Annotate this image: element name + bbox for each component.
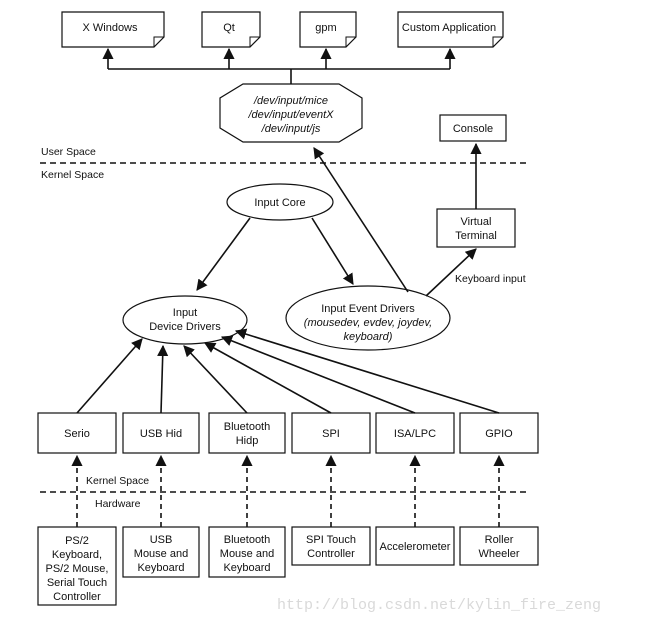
bus-driver-usb-hid: USB Hid [122, 412, 200, 454]
device-label: Mouse and [220, 548, 274, 560]
core-arrows [196, 142, 482, 297]
bus-driver-label: SPI [322, 428, 340, 440]
watermark: http://blog.csdn.net/kylin_fire_zeng [277, 597, 601, 614]
device-label: Wheeler [479, 548, 520, 560]
app-x-windows: X Windows [61, 11, 165, 48]
dev-node-mice: /dev/input/mice [253, 95, 328, 107]
app-label: Qt [223, 22, 235, 34]
device-label: Bluetooth [224, 534, 270, 546]
app-custom-application: Custom Application [397, 11, 504, 48]
bus-driver-spi: SPI [291, 412, 371, 454]
device-usb: USB Mouse and Keyboard [122, 526, 200, 578]
app-gpm: gpm [299, 11, 357, 48]
bus-driver-isa-lpc: ISA/LPC [375, 412, 455, 454]
device-label: Serial Touch [47, 577, 107, 589]
bus-driver-serio: Serio [37, 412, 117, 454]
hardware-arrows [71, 454, 505, 527]
app-label: X Windows [82, 22, 138, 34]
app-fanout-connector [102, 47, 456, 84]
hardware-label: Hardware [95, 498, 141, 510]
device-label: Mouse and [134, 548, 188, 560]
input-event-drivers: Input Event Drivers (mousedev, evdev, jo… [285, 285, 451, 351]
virtual-terminal-label: Terminal [455, 230, 497, 242]
device-ps2: PS/2 Keyboard, PS/2 Mouse, Serial Touch … [37, 526, 117, 606]
device-label: USB [150, 534, 173, 546]
app-label: Custom Application [402, 22, 496, 34]
virtual-terminal-box: Virtual Terminal [436, 208, 516, 248]
dev-input-nodes: /dev/input/mice /dev/input/eventX /dev/i… [219, 83, 363, 143]
user-kernel-separator: User Space Kernel Space [40, 146, 528, 181]
device-label: PS/2 Mouse, [46, 563, 109, 575]
device-roller-wheeler: Roller Wheeler [459, 526, 539, 566]
dev-node-event: /dev/input/eventX [247, 109, 334, 121]
keyboard-input-label: Keyboard input [455, 273, 526, 285]
console-box: Console [439, 114, 507, 142]
input-event-drivers-list: (mousedev, evdev, joydev, [304, 317, 432, 329]
kernel-hardware-separator: Kernel Space Hardware [40, 475, 528, 510]
device-label: Controller [307, 548, 355, 560]
user-space-label: User Space [41, 146, 96, 158]
input-device-drivers-label: Input [173, 307, 197, 319]
app-qt: Qt [201, 11, 261, 48]
bus-driver-label: Bluetooth [224, 421, 270, 433]
input-event-drivers-list: keyboard) [344, 331, 393, 343]
device-label: PS/2 [65, 535, 89, 547]
input-device-drivers: Input Device Drivers [122, 295, 248, 345]
device-label: Roller [485, 534, 514, 546]
bus-driver-gpio: GPIO [459, 412, 539, 454]
device-label: Controller [53, 591, 101, 603]
device-label: Keyboard, [52, 549, 102, 561]
device-bluetooth: Bluetooth Mouse and Keyboard [208, 526, 286, 578]
input-device-drivers-label: Device Drivers [149, 321, 221, 333]
bus-driver-label: Hidp [236, 435, 259, 447]
input-event-drivers-label: Input Event Drivers [321, 303, 415, 315]
input-core-label: Input Core [254, 197, 305, 209]
bus-driver-label: Serio [64, 428, 90, 440]
device-label: Keyboard [137, 562, 184, 574]
device-label: Keyboard [223, 562, 270, 574]
input-core: Input Core [226, 183, 334, 221]
bus-driver-arrows [76, 328, 500, 414]
device-spi-touch: SPI Touch Controller [291, 526, 371, 566]
kernel-space-label: Kernel Space [41, 169, 104, 181]
bus-driver-label: ISA/LPC [394, 428, 436, 440]
device-label: Accelerometer [380, 541, 451, 553]
virtual-terminal-label: Virtual [461, 216, 492, 228]
dev-node-js: /dev/input/js [261, 123, 321, 135]
bus-driver-label: USB Hid [140, 428, 182, 440]
bus-driver-label: GPIO [485, 428, 513, 440]
app-label: gpm [315, 22, 336, 34]
device-accelerometer: Accelerometer [375, 526, 455, 566]
kernel-space-lower-label: Kernel Space [86, 475, 149, 487]
bus-driver-bluetooth-hidp: Bluetooth Hidp [208, 412, 286, 454]
console-label: Console [453, 123, 493, 135]
device-label: SPI Touch [306, 534, 356, 546]
